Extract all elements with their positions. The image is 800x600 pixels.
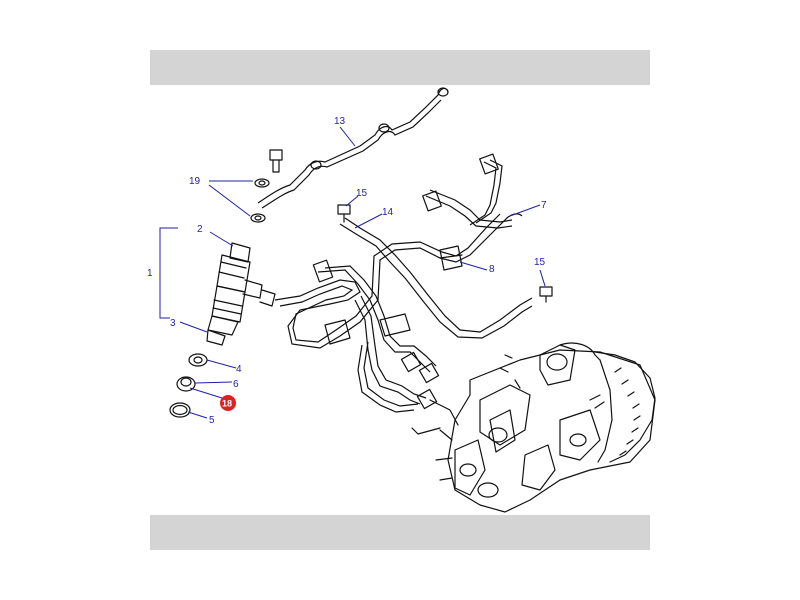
callout-3[interactable]: 3 — [170, 318, 176, 329]
pipe-end-fittings — [312, 153, 499, 435]
injection-pipe-13 — [257, 87, 449, 209]
o-ring-5 — [169, 402, 191, 418]
callout-7[interactable]: 7 — [541, 200, 547, 211]
callout-15-right[interactable]: 15 — [534, 257, 546, 268]
callout-5[interactable]: 5 — [209, 415, 215, 426]
washer-19 — [250, 178, 270, 223]
seal-washer-4 — [188, 353, 208, 367]
injection-pump — [429, 342, 656, 513]
leader-lines — [159, 126, 546, 419]
banjo-bolt-15-upper — [337, 204, 351, 223]
callout-4[interactable]: 4 — [236, 364, 242, 375]
bolt-fitting — [269, 149, 283, 173]
callout-18-highlight[interactable]: 18 — [220, 395, 236, 411]
bottom-gray-band — [150, 515, 650, 550]
callout-8[interactable]: 8 — [489, 264, 495, 275]
banjo-bolt-15-right — [539, 286, 553, 303]
callout-6[interactable]: 6 — [233, 379, 239, 390]
callout-14[interactable]: 14 — [382, 207, 394, 218]
top-gray-band — [150, 50, 650, 85]
dust-seal-6 — [176, 376, 196, 392]
callout-13[interactable]: 13 — [334, 116, 346, 127]
callout-2[interactable]: 2 — [197, 224, 203, 235]
pipe-clamp-8 — [439, 245, 463, 271]
pipe-clamp-lower — [324, 313, 411, 345]
callout-1[interactable]: 1 — [147, 268, 153, 279]
callout-18[interactable]: 18 — [222, 399, 232, 409]
injector-nozzle-assembly — [206, 242, 276, 346]
callout-15-upper[interactable]: 15 — [356, 188, 368, 199]
callout-19[interactable]: 19 — [189, 176, 201, 187]
leak-off-hose-14 — [339, 217, 533, 339]
